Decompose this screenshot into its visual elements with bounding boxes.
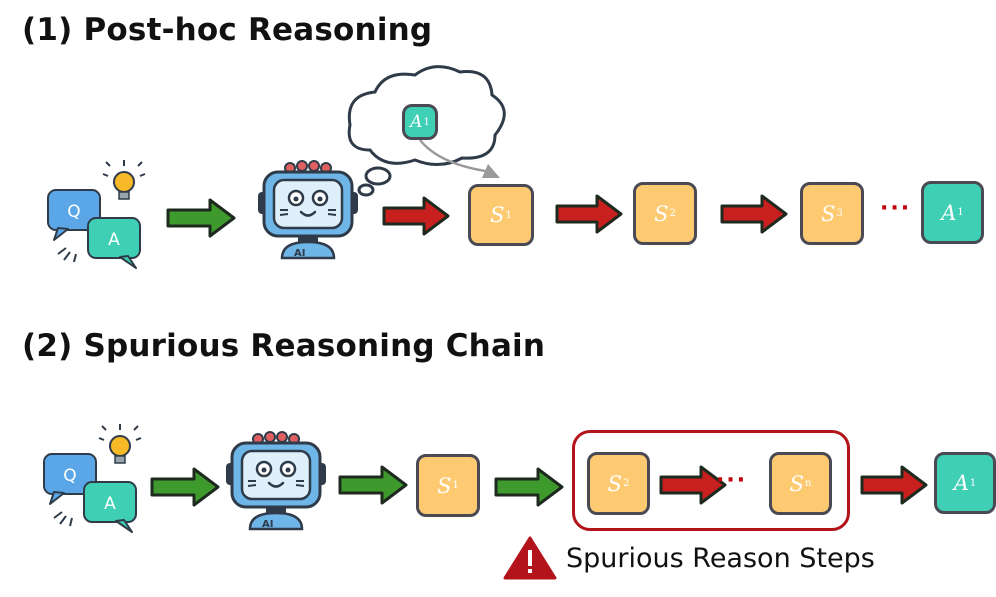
ellipsis: ··· (716, 468, 748, 493)
warning-icon (503, 536, 557, 580)
red-arrow (720, 194, 788, 234)
section-1-title: (1) Post-hoc Reasoning (22, 12, 433, 48)
qa-chat-icon (43, 423, 142, 533)
red-arrow (860, 465, 928, 505)
ai-robot-icon (256, 159, 360, 261)
section-2-title: (2) Spurious Reasoning Chain (22, 328, 546, 364)
ai-robot-icon (224, 430, 328, 532)
green-arrow (150, 467, 220, 507)
green-arrow (338, 465, 408, 505)
spurious-steps-frame (572, 430, 850, 531)
qa-chat-icon (47, 159, 146, 269)
ellipsis: ··· (880, 196, 912, 221)
red-arrow (382, 196, 450, 236)
green-arrow (494, 467, 564, 507)
red-arrow (555, 194, 623, 234)
spurious-steps-label: Spurious Reason Steps (566, 543, 875, 574)
green-arrow (166, 198, 236, 238)
